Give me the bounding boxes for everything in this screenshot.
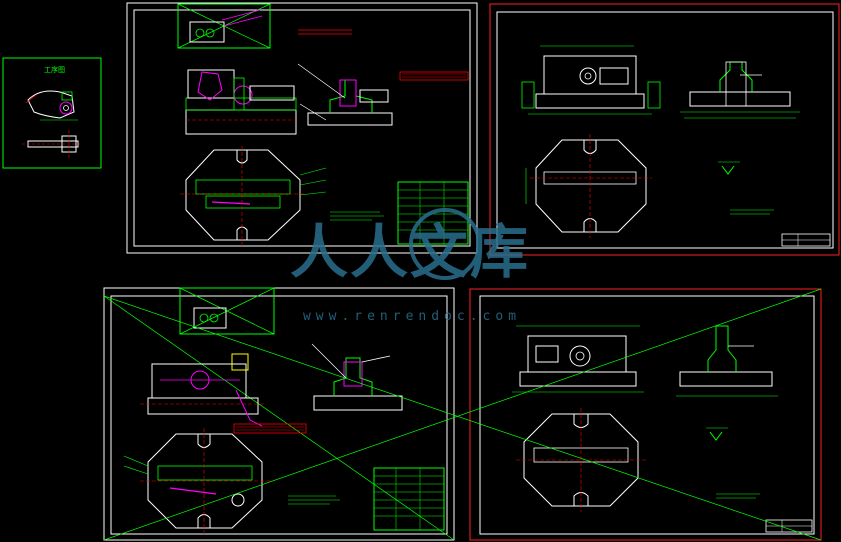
construction-lines [103,288,822,541]
sheet2-plan-view [525,134,652,238]
sheet2-front-view [521,45,661,115]
sheet4-title-block [765,519,813,533]
sheet3-tech-notes [288,495,340,505]
sheet4-side-view [676,325,778,397]
watermark: 人人文库 www.renrendoc.com [290,208,530,324]
sheet1-plan-view [180,146,327,246]
sheet2-title-block [781,233,831,247]
process-sketch-caption: 工序图 [44,65,65,74]
sheet4-front-view [512,325,644,393]
sheet2-side-view [680,61,800,119]
sheet3-dimension-notes [233,423,307,434]
sheet1-side-view [297,63,393,126]
sheet3-front-view [140,353,264,427]
part-sheet-4 [469,288,822,541]
sheet1-detail-inset [177,3,271,49]
process-sketch-sheet: 工序图 [2,57,102,169]
sheet4-plan-view [516,408,646,512]
assembly-sheet-1 [126,2,478,254]
sheet3-title-block [373,467,445,531]
watermark-logo-ring [409,208,481,280]
sheet2-roughness-symbol [718,161,740,175]
part-sheet-2 [489,3,840,256]
sheet4-tech-notes [716,493,760,499]
sheet4-roughness-symbol [706,427,728,441]
watermark-title: 人人文库 [290,218,530,286]
sheet1-title-block [397,181,469,245]
sheet1-front-view [185,69,297,135]
sheet3-side-view [311,343,403,411]
watermark-url: www.renrendoc.com [303,309,521,324]
assembly-sheet-3 [103,287,455,541]
sheet2-tech-notes [730,209,774,215]
sheet1-tech-notes [330,211,384,221]
process-sketch-part [22,90,80,158]
sheet3-plan-view [123,428,270,534]
sheet3-detail-inset [179,287,275,335]
sheet1-dimension-notes [298,29,469,81]
